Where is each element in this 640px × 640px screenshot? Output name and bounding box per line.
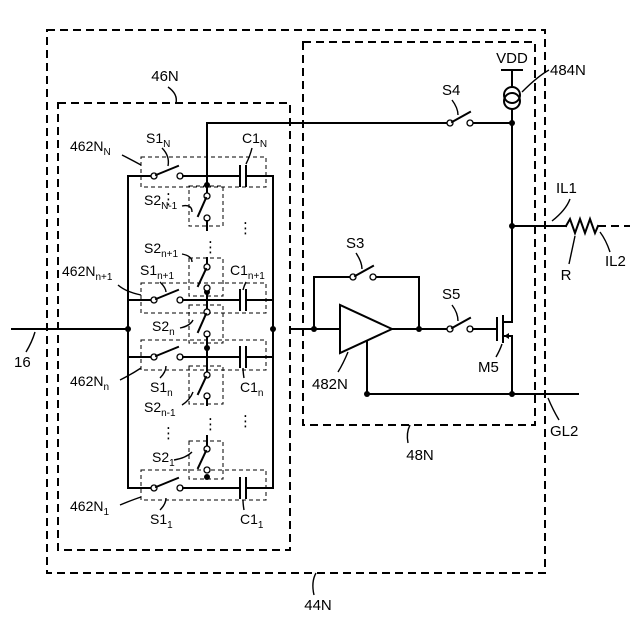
label-s1-n: S1n (150, 379, 173, 399)
label-c1-n: C1n (240, 379, 263, 399)
leader-46n (168, 87, 176, 103)
junction-output (509, 223, 515, 229)
label-gl2: GL2 (550, 423, 578, 440)
switch-s2-1 (189, 436, 223, 479)
label-c1-1: C11 (240, 511, 264, 531)
current-source-484n (504, 87, 520, 109)
leader-s3 (356, 253, 362, 269)
leader-c1-top (246, 148, 252, 164)
label-c1-np1: C1n+1 (230, 262, 265, 282)
leader-48n (407, 425, 410, 443)
leader-s1-n (160, 366, 166, 378)
leader-462n-n (120, 368, 141, 380)
leader-s5 (452, 305, 458, 321)
dots-left-lower: ⋮ (161, 425, 176, 442)
leader-482n (338, 352, 348, 372)
label-44n: 44N (304, 597, 332, 614)
unit-cell-n-index (128, 340, 273, 370)
leader-462n-top (122, 155, 141, 165)
leader-462n-1 (120, 497, 141, 505)
transistor-m5 (497, 316, 512, 342)
label-il2: IL2 (605, 253, 626, 270)
label-s4: S4 (442, 82, 460, 99)
switch-s2-n-plus-1 (189, 258, 223, 296)
junction-gl2-amp (364, 391, 370, 397)
label-s2-nm1: S2n-1 (144, 399, 176, 419)
leader-c1-1 (243, 500, 244, 510)
leader-16 (26, 332, 35, 352)
leader-m5 (496, 344, 502, 357)
label-48n: 48N (406, 447, 434, 464)
label-46n: 46N (151, 68, 179, 85)
switch-s5 (447, 318, 473, 332)
label-482n: 482N (312, 376, 348, 393)
switch-s4 (447, 112, 473, 126)
label-vdd: VDD (496, 50, 528, 67)
label-16: 16 (14, 354, 31, 371)
switch-s2-n-minus-1 (189, 351, 223, 405)
label-m5: M5 (478, 359, 499, 376)
dots-row-upper: ⋮ (203, 239, 218, 256)
leader-s4 (452, 100, 458, 115)
label-462n-top: 462NN (70, 138, 111, 158)
label-s3: S3 (346, 235, 364, 252)
label-s5: S5 (442, 286, 460, 303)
leader-il2 (600, 232, 610, 252)
unit-cell-n (128, 157, 273, 188)
label-c1-top: C1N (242, 130, 267, 150)
label-462n-np1: 462Nn+1 (62, 263, 113, 283)
leader-s2-nm1 (182, 392, 193, 405)
leader-c1-np1 (243, 282, 246, 290)
label-s1-top: S1N (146, 130, 170, 150)
leader-s2-np1 (182, 254, 192, 262)
junction-s4-rail (509, 120, 515, 126)
unit-cell-1 (128, 470, 273, 500)
label-484n: 484N (550, 62, 586, 79)
unit-cell-n-plus-1 (128, 283, 273, 313)
switch-s2-n (189, 295, 223, 345)
leader-r (569, 236, 575, 264)
leader-gl2 (548, 398, 559, 420)
switch-s3 (350, 266, 376, 280)
junction-bus-input (125, 326, 131, 332)
s3-feedback-left (314, 277, 350, 329)
leader-il1 (552, 199, 570, 221)
resistor-r (566, 219, 598, 233)
junction-bus-output (270, 326, 276, 332)
junction-gl2-m5 (509, 391, 515, 397)
label-s1-np1: S1n+1 (140, 262, 175, 282)
label-s2-1: S21 (152, 449, 175, 469)
block-48n-boundary (303, 42, 535, 425)
leader-s2-nm1-top (182, 206, 192, 212)
dots-row-lower: ⋮ (203, 416, 218, 433)
label-462n-n: 462Nn (70, 373, 109, 393)
dots-cap-upper: ⋮ (238, 220, 253, 237)
leader-s2-n (180, 320, 193, 328)
label-il1: IL1 (556, 180, 577, 197)
switch-s2-n-minus-1-top (189, 185, 223, 230)
label-s2-np1: S2n+1 (144, 240, 179, 260)
label-s2-n: S2n (152, 318, 175, 338)
label-462n-1: 462N1 (70, 498, 109, 518)
s3-feedback-right (376, 277, 419, 329)
label-r: R (561, 267, 572, 284)
label-s1-1: S11 (150, 511, 173, 531)
leader-462n-np1 (118, 285, 141, 295)
dots-cap-lower: ⋮ (238, 413, 253, 430)
leader-44n (313, 573, 316, 595)
